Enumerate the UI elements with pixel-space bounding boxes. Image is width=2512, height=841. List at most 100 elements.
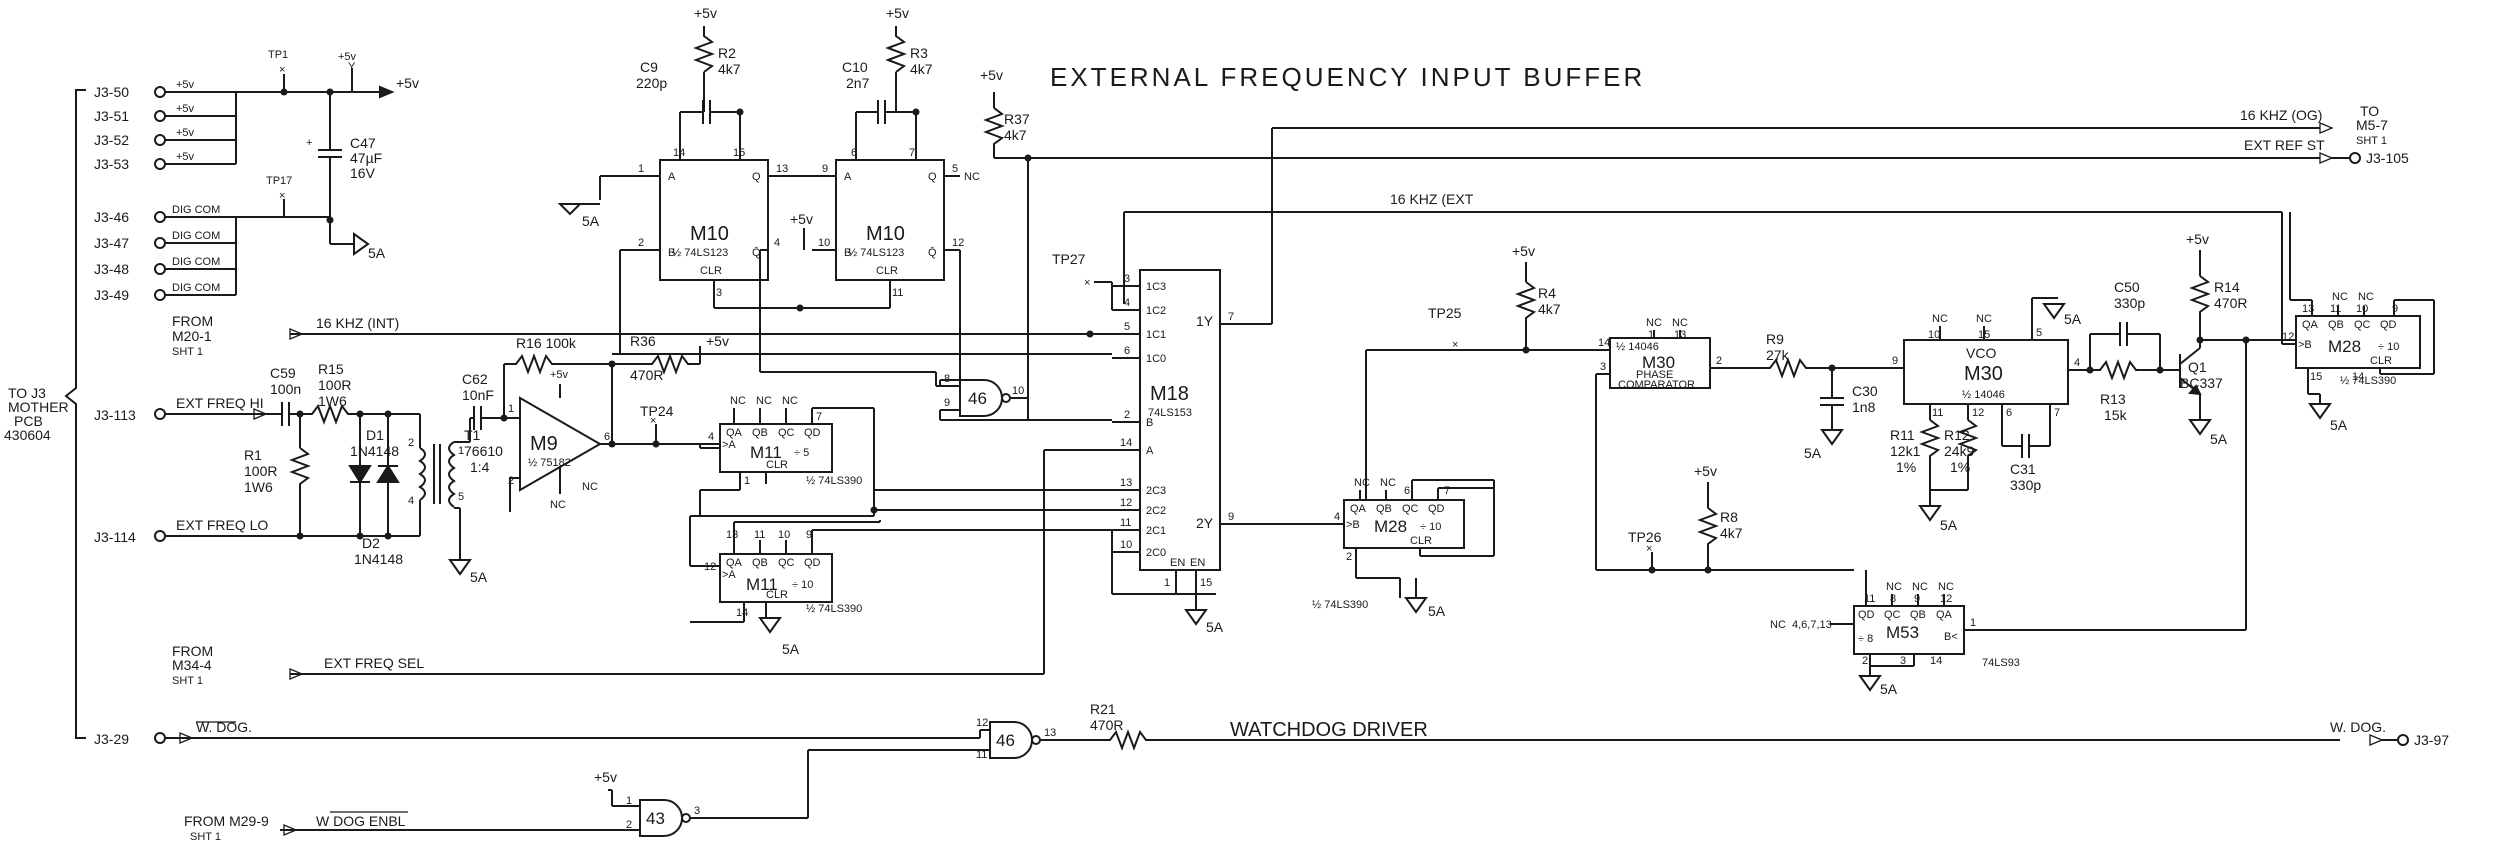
power-label: +5v [338,51,357,63]
svg-text:13: 13 [1044,727,1056,739]
pin-label: QA [726,557,743,569]
c59-value: 100n [270,381,301,397]
svg-text:5: 5 [952,163,958,175]
r14-label: R14 [2214,279,2240,295]
resistor-r4: +5v R4 4k7 [1512,243,1561,354]
ic-name: M11 [746,575,778,594]
pin-label: Q [752,171,761,183]
svg-text:13: 13 [2302,303,2314,315]
pin-label: NC [1380,477,1396,489]
ground-label: 5A [2210,431,2228,447]
dig-com-label: DIG COM [172,204,220,216]
ground-label: 5A [470,569,488,585]
ic-sub: COMPARATOR [1618,379,1695,391]
net-16khz-ext: 16 KHZ (EXT [1123,191,2296,345]
c9-label: C9 [640,59,658,75]
svg-text:5: 5 [458,491,464,503]
schematic-title: EXTERNAL FREQUENCY INPUT BUFFER [1050,62,1645,92]
pin-label: NC [1886,581,1902,593]
svg-text:7: 7 [1228,311,1234,323]
pin-label: A [1146,445,1154,457]
source-label: FROM [172,643,213,659]
svg-text:Y: Y [348,61,356,73]
svg-text:>B: >B [1346,519,1360,531]
svg-text:3: 3 [694,805,700,817]
pin-label: NC [1672,317,1688,329]
top-right-outputs: EXT REF ST J3-105 16 KHZ (OG) TO M5-7 SH… [1028,103,2409,324]
svg-text:15: 15 [2310,371,2322,383]
mother-pcb-label-2: MOTHER [8,399,69,415]
r15-power: 1W6 [318,393,347,409]
power-label: +5v [176,127,195,139]
ground-label: 5A [1428,603,1446,619]
r12-label: R12 [1944,427,1970,443]
c47-label: C47 [350,135,376,151]
r15-value: 100R [318,377,351,393]
svg-text:1: 1 [626,795,632,807]
pin-label: QA [2302,319,2319,331]
r11-label: R11 [1890,427,1915,443]
ground-label: 5A [1804,445,1822,461]
svg-text:6: 6 [2006,407,2012,419]
svg-text:1: 1 [508,403,514,415]
ic-part: ½ 74LS123 [848,247,904,259]
ic-part: ½ 75182 [528,457,571,469]
pin-label: QB [1376,503,1392,515]
svg-text:B<: B< [1944,631,1958,643]
pin-label: 1C1 [1146,329,1166,341]
svg-text:4: 4 [1334,511,1340,523]
input-stage: J3-113 EXT FREQ HI C59 100n R15 100R 1W6… [94,335,613,585]
source-label: M34-4 [172,657,212,673]
ic-name: M11 [750,443,782,462]
svg-text:7: 7 [816,411,822,423]
power-label: +5v [176,151,195,163]
svg-text:2: 2 [1346,551,1352,563]
power-label: +5v [176,79,195,91]
svg-text:6: 6 [604,431,610,443]
q1-value: BC337 [2180,375,2223,391]
svg-text:15: 15 [1978,329,1990,341]
svg-text:>A: >A [722,569,736,581]
t1-ratio: 1:4 [470,459,490,475]
svg-text:1: 1 [638,163,644,175]
ic-m11-b: QA QB QC QD M11 ÷ 10 CLR >A 12 ½ 74LS390… [690,520,1112,657]
resistor-r37: +5v R37 4k7 [940,67,1032,421]
ic-name: M18 [1150,383,1189,405]
svg-text:12: 12 [976,717,988,729]
connector-j3-48: J3-48 [94,261,129,277]
test-point-tp24: TP24 [640,403,674,419]
c9-value: 220p [636,75,667,91]
ic-part: ½ 74LS390 [1312,599,1368,611]
ic-sub: PHASE [1636,369,1673,381]
pin-label: NC [782,395,798,407]
pin-label: QA [1350,503,1367,515]
pin-label: QB [752,557,768,569]
power-connectors: J3-50 J3-51 J3-52 J3-53 +5v +5v +5v +5v … [94,49,419,261]
pin-label: QB [1910,609,1926,621]
gate-label: 46 [968,389,987,408]
connector-j3-52: J3-52 [94,132,129,148]
svg-text:6: 6 [1124,345,1130,357]
mother-pcb-label-4: 430604 [4,427,51,443]
pin-label: QC [1884,609,1901,621]
r13-label: R13 [2100,391,2126,407]
svg-text:12: 12 [952,237,964,249]
pin-label: QB [752,427,768,439]
svg-text:9: 9 [1228,511,1234,523]
source-label: SHT 1 [190,831,221,841]
d1-label: D1 [366,427,384,443]
transistor-stage: C50 330p R13 15k Q1 BC337 5A +5v R14 470… [1964,231,2296,631]
c59-label: C59 [270,365,296,381]
pin-label: NC [550,499,566,511]
connector-j3-46: J3-46 [94,209,129,225]
svg-text:15: 15 [1200,577,1212,589]
power-label: +5v [176,103,195,115]
svg-text:13: 13 [1674,329,1686,341]
power-label: +5v [550,369,569,381]
pin-label: NC [1976,313,1992,325]
pin-label: NC [964,171,980,183]
svg-text:14: 14 [736,607,748,619]
svg-text:4: 4 [708,431,714,443]
pin-label: 2C3 [1146,485,1166,497]
svg-text:11: 11 [976,749,987,761]
